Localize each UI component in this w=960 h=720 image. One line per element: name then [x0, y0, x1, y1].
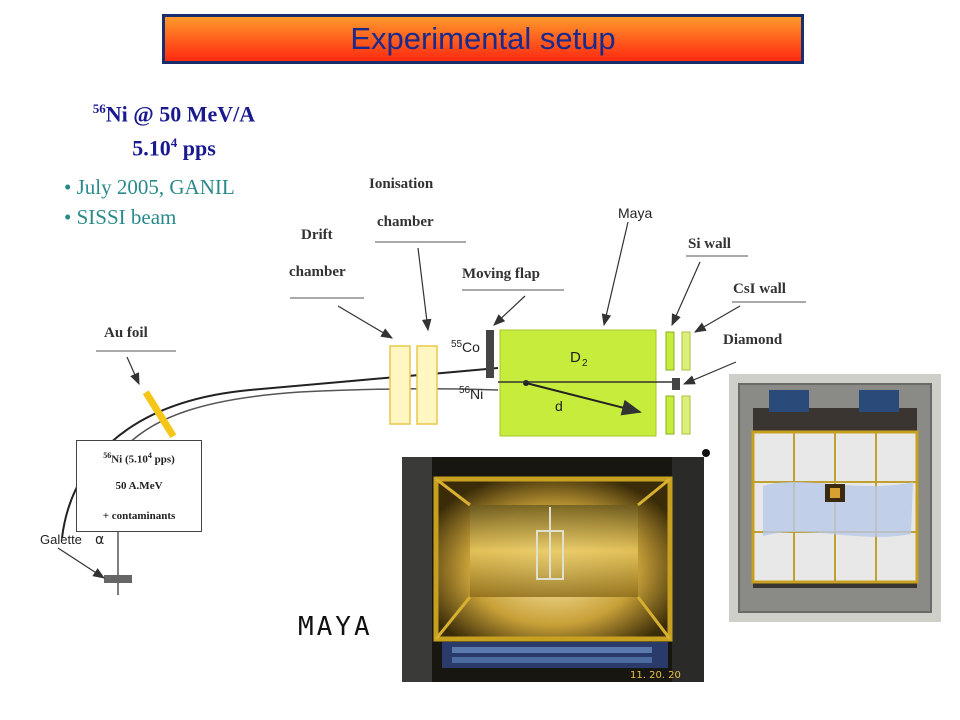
diamond-label: Diamond [723, 332, 783, 348]
si-wall-pointer [671, 261, 701, 327]
drift-label-2: chamber [289, 264, 346, 280]
csi-wall-bottom [681, 395, 691, 435]
beam-rate-exponent: 4 [170, 135, 178, 150]
info-line-3: + contaminants [102, 510, 176, 522]
co55-symbol: Co [462, 339, 480, 355]
beam-info-box: 56Ni (5.104 pps) 50 A.MeV + contaminants [76, 440, 202, 532]
si-wall-bottom [665, 395, 675, 435]
beam-rate: 5.104 pps [74, 135, 274, 161]
galette-label: Galette [40, 532, 82, 547]
si-wall-top [665, 331, 675, 371]
co55-mass: 55 [451, 339, 463, 350]
maya-diagram-label: Maya [618, 205, 652, 221]
title-banner: Experimental setup [162, 14, 804, 64]
maya-photo-art: 11. 20. 20 [402, 457, 704, 682]
galette-pointer [57, 547, 106, 579]
csi-wall-top [681, 331, 691, 371]
ionisation-pointer [417, 247, 432, 332]
drift-chamber-right [416, 345, 438, 425]
d2-symbol: D [570, 349, 581, 366]
ni56-symbol: Ni [470, 386, 483, 402]
moving-flap [486, 330, 494, 378]
ni56-mass: 56 [459, 385, 471, 396]
photo-dot [702, 449, 710, 457]
bullet-item: SISSI beam [64, 202, 235, 232]
page-title: Experimental setup [350, 21, 616, 56]
csi-wall-label: CsI wall [733, 281, 786, 297]
maya-pointer [601, 221, 629, 327]
au-foil-label: Au foil [104, 325, 148, 341]
maya-detector-photo: 11. 20. 20 [402, 457, 704, 682]
drift-pointer [337, 305, 394, 339]
si-wall-photo-art [729, 374, 941, 622]
ionisation-label-2: chamber [377, 214, 434, 230]
info-line-2: 50 A.MeV [115, 480, 163, 492]
d2-subscript: 2 [582, 358, 588, 369]
alpha-label: α [95, 532, 104, 548]
csi-wall-pointer [693, 305, 741, 333]
drift-chamber-left [389, 345, 411, 425]
recoil-track [525, 382, 642, 416]
moving-flap-pointer [493, 295, 526, 326]
si-wall-photo [729, 374, 941, 622]
maya-photo-label: MAYA [298, 612, 373, 642]
info-line-1: 56Ni (5.104 pps) [103, 451, 175, 466]
ionisation-label-1: Ionisation [369, 176, 434, 192]
drift-label-1: Drift [301, 227, 333, 243]
moving-flap-label: Moving flap [462, 266, 540, 282]
bullet-item: July 2005, GANIL [64, 172, 235, 202]
beam-rate-base: 5.10 [132, 135, 171, 161]
photo-timestamp: 11. 20. 20 [630, 670, 681, 681]
d-label: d [555, 398, 563, 414]
beam-description: 56Ni @ 50 MeV/A [74, 101, 274, 127]
au-foil [142, 390, 177, 439]
galette-detector [104, 575, 132, 583]
beam-isotope: Ni @ 50 MeV/A [105, 101, 256, 127]
diamond-pointer [682, 361, 737, 385]
beam-rate-unit: pps [177, 135, 216, 161]
beam-trajectory-lower [117, 387, 499, 595]
beam-mass-number: 56 [92, 101, 106, 116]
au-foil-pointer [126, 356, 140, 386]
bullet-list: July 2005, GANIL SISSI beam [64, 172, 235, 232]
diamond-detector [672, 378, 680, 390]
si-wall-label: Si wall [688, 236, 731, 252]
